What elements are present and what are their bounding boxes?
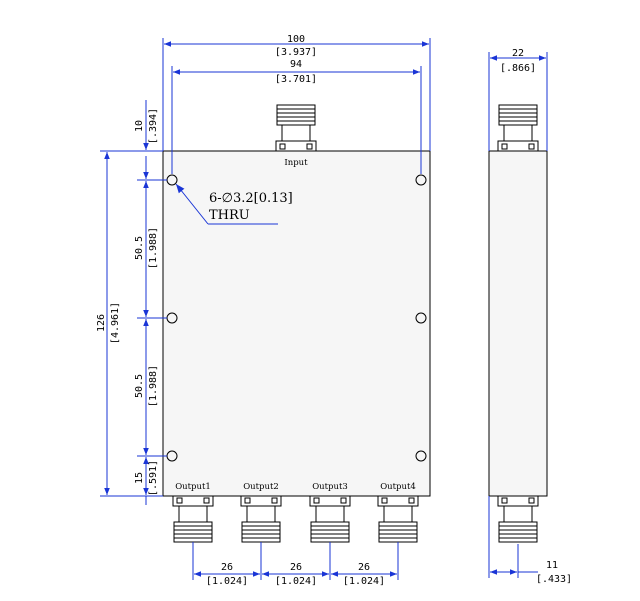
dim-output-pitch-1-mm: 26 (221, 562, 233, 573)
dim-depth-in: [.866] (500, 63, 536, 74)
output4-connector (377, 495, 419, 543)
output2-connector (240, 495, 282, 543)
hole-note-thru: THRU (209, 208, 250, 223)
mount-hole (415, 174, 427, 186)
output2-label: Output2 (243, 482, 279, 492)
dim-depth-mm: 22 (512, 48, 524, 59)
output3-label: Output3 (312, 482, 348, 492)
input-connector (275, 104, 317, 152)
dim-hole-spacing-mm: 94 (290, 59, 302, 70)
mount-hole (415, 312, 427, 324)
dim-hole-spacing-in: [3.701] (275, 74, 317, 85)
dim-hole-pitch-upper-mm: 50.5 (134, 236, 145, 260)
dim-output-pitch-1-in: [1.024] (206, 576, 248, 587)
dim-hole-pitch-lower-in: [1.988] (148, 365, 159, 407)
dim-height-in: [4.961] (110, 302, 121, 344)
dim-output-pitch: 26 [1.024] 26 [1.024] 26 [1.024] (192, 542, 399, 587)
dim-input-offset-mm: 10 (134, 120, 145, 132)
input-label: Input (284, 158, 308, 168)
mount-hole (415, 450, 427, 462)
dim-output-pitch-2-in: [1.024] (275, 576, 317, 587)
dim-output-pitch-2-mm: 26 (290, 562, 302, 573)
output3-connector (309, 495, 351, 543)
output1-label: Output1 (175, 482, 211, 492)
side-input-connector (497, 104, 539, 152)
dim-left-vertical: 126 [4.961] 10 [.394] 50.5 [1.988] 50.5 … (96, 100, 167, 505)
dim-height-mm: 126 (96, 314, 107, 332)
dim-bottom-offset-in: [.591] (148, 460, 159, 496)
side-body-outline (488, 150, 548, 497)
hole-note-spec: 6-∅3.2[0.13] (209, 191, 293, 206)
dim-output-pitch-3-mm: 26 (358, 562, 370, 573)
dim-depth: 22 [.866] (488, 48, 548, 151)
dim-input-offset-in: [.394] (148, 108, 159, 144)
output1-connector (172, 495, 214, 543)
dim-width-mm: 100 (287, 34, 305, 45)
dim-width: 100 [3.937] (162, 34, 431, 151)
dim-connector-offset: 11 [.433] (488, 496, 572, 585)
dim-width-in: [3.937] (275, 47, 317, 58)
side-view: 22 [.866] 11 [.433] (488, 48, 572, 585)
divider-body-outline (162, 150, 431, 497)
output4-label: Output4 (380, 482, 416, 492)
dim-connector-offset-mm: 11 (546, 560, 558, 571)
dim-bottom-offset-mm: 15 (134, 472, 145, 484)
dim-hole-pitch-upper-in: [1.988] (148, 227, 159, 269)
dim-hole-spacing: 94 [3.701] (171, 59, 422, 174)
hole-callout: 6-∅3.2[0.13] THRU (175, 183, 293, 225)
top-view: Input Output1 Output2 Output3 Output4 10… (96, 34, 431, 587)
side-output-connector (497, 495, 539, 543)
dim-output-pitch-3-in: [1.024] (343, 576, 385, 587)
dim-hole-pitch-lower-mm: 50.5 (134, 374, 145, 398)
dim-connector-offset-in: [.433] (536, 574, 572, 585)
